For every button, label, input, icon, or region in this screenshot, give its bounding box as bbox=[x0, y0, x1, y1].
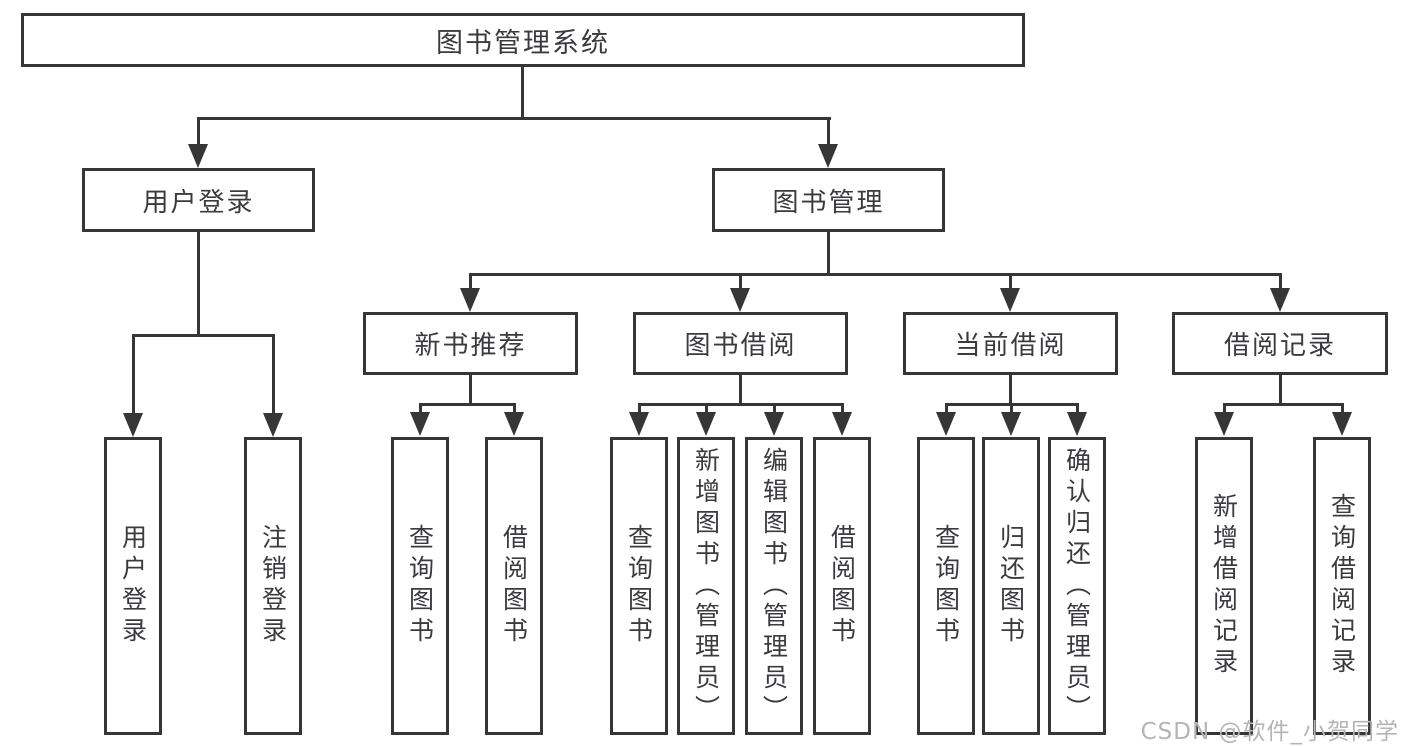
csdn-watermark: CSDN @软件_小贺同学 bbox=[1140, 719, 1399, 745]
arrowhead-down-icon bbox=[1332, 412, 1352, 436]
leaf-return-books: 归还图书 bbox=[982, 437, 1040, 735]
connector-line bbox=[945, 403, 948, 415]
leaf-add-borrow-record: 新增借阅记录 bbox=[1195, 437, 1253, 735]
connector-line bbox=[638, 403, 641, 415]
arrowhead-down-icon bbox=[832, 412, 852, 436]
arrowhead-down-icon bbox=[123, 413, 143, 437]
connector-line bbox=[469, 273, 472, 292]
leaf-edit-books-admin: 编辑图书（管理员） bbox=[745, 437, 803, 735]
arrowhead-down-icon bbox=[1067, 412, 1087, 436]
connector-line bbox=[827, 117, 830, 148]
connector-line bbox=[521, 66, 524, 120]
node-book-management: 图书管理 bbox=[712, 168, 945, 232]
leaf-query-borrow-record: 查询借阅记录 bbox=[1313, 437, 1371, 735]
connector-line bbox=[1009, 273, 1012, 292]
leaf-user-login: 用户登录 bbox=[104, 437, 162, 735]
connector-line bbox=[419, 403, 516, 406]
connector-line bbox=[705, 403, 708, 415]
node-borrowing-records: 借阅记录 bbox=[1172, 312, 1388, 375]
leaf-query-books-borrowing: 查询图书 bbox=[610, 437, 668, 735]
connector-line bbox=[132, 334, 135, 416]
connector-line bbox=[1279, 375, 1282, 406]
connector-line bbox=[1076, 403, 1079, 415]
arrowhead-down-icon bbox=[1270, 288, 1290, 312]
connector-line bbox=[197, 117, 831, 120]
connector-line bbox=[638, 403, 844, 406]
arrowhead-down-icon bbox=[1001, 412, 1021, 436]
connector-line bbox=[773, 403, 776, 415]
leaf-borrow-books: 借阅图书 bbox=[813, 437, 871, 735]
arrowhead-down-icon bbox=[730, 288, 750, 312]
connector-line bbox=[1223, 403, 1226, 415]
connector-line bbox=[419, 403, 422, 415]
leaf-borrow-books-recommend: 借阅图书 bbox=[485, 437, 543, 735]
node-new-book-recommend: 新书推荐 bbox=[363, 312, 578, 375]
arrowhead-down-icon bbox=[263, 413, 283, 437]
connector-line bbox=[1223, 403, 1344, 406]
node-book-borrowing: 图书借阅 bbox=[633, 312, 848, 375]
leaf-confirm-return-admin: 确认归还（管理员） bbox=[1048, 437, 1106, 735]
connector-line bbox=[1341, 403, 1344, 415]
arrowhead-down-icon bbox=[1000, 288, 1020, 312]
connector-line bbox=[132, 334, 275, 337]
node-current-borrowing: 当前借阅 bbox=[903, 312, 1118, 375]
connector-line bbox=[1010, 403, 1013, 415]
connector-line bbox=[739, 375, 742, 406]
connector-line bbox=[469, 375, 472, 406]
arrowhead-down-icon bbox=[1214, 412, 1234, 436]
leaf-add-books-admin: 新增图书（管理员） bbox=[677, 437, 735, 735]
arrowhead-down-icon bbox=[460, 288, 480, 312]
arrowhead-down-icon bbox=[629, 412, 649, 436]
arrowhead-down-icon bbox=[188, 144, 208, 168]
arrowhead-down-icon bbox=[410, 412, 430, 436]
connector-line bbox=[513, 403, 516, 415]
node-root-library-system: 图书管理系统 bbox=[21, 13, 1025, 67]
connector-line bbox=[272, 334, 275, 416]
connector-line bbox=[1009, 375, 1012, 406]
arrowhead-down-icon bbox=[696, 412, 716, 436]
connector-line bbox=[739, 273, 742, 292]
arrowhead-down-icon bbox=[764, 412, 784, 436]
leaf-query-books-current: 查询图书 bbox=[917, 437, 975, 735]
arrowhead-down-icon bbox=[936, 412, 956, 436]
connector-line bbox=[841, 403, 844, 415]
connector-line bbox=[469, 273, 1282, 276]
arrowhead-down-icon bbox=[818, 144, 838, 168]
leaf-query-books-recommend: 查询图书 bbox=[391, 437, 449, 735]
arrowhead-down-icon bbox=[504, 412, 524, 436]
connector-line bbox=[197, 117, 200, 148]
connector-line bbox=[827, 232, 830, 276]
connector-line bbox=[197, 232, 200, 337]
leaf-logout: 注销登录 bbox=[244, 437, 302, 735]
connector-line bbox=[1279, 273, 1282, 292]
node-user-login: 用户登录 bbox=[82, 168, 315, 232]
